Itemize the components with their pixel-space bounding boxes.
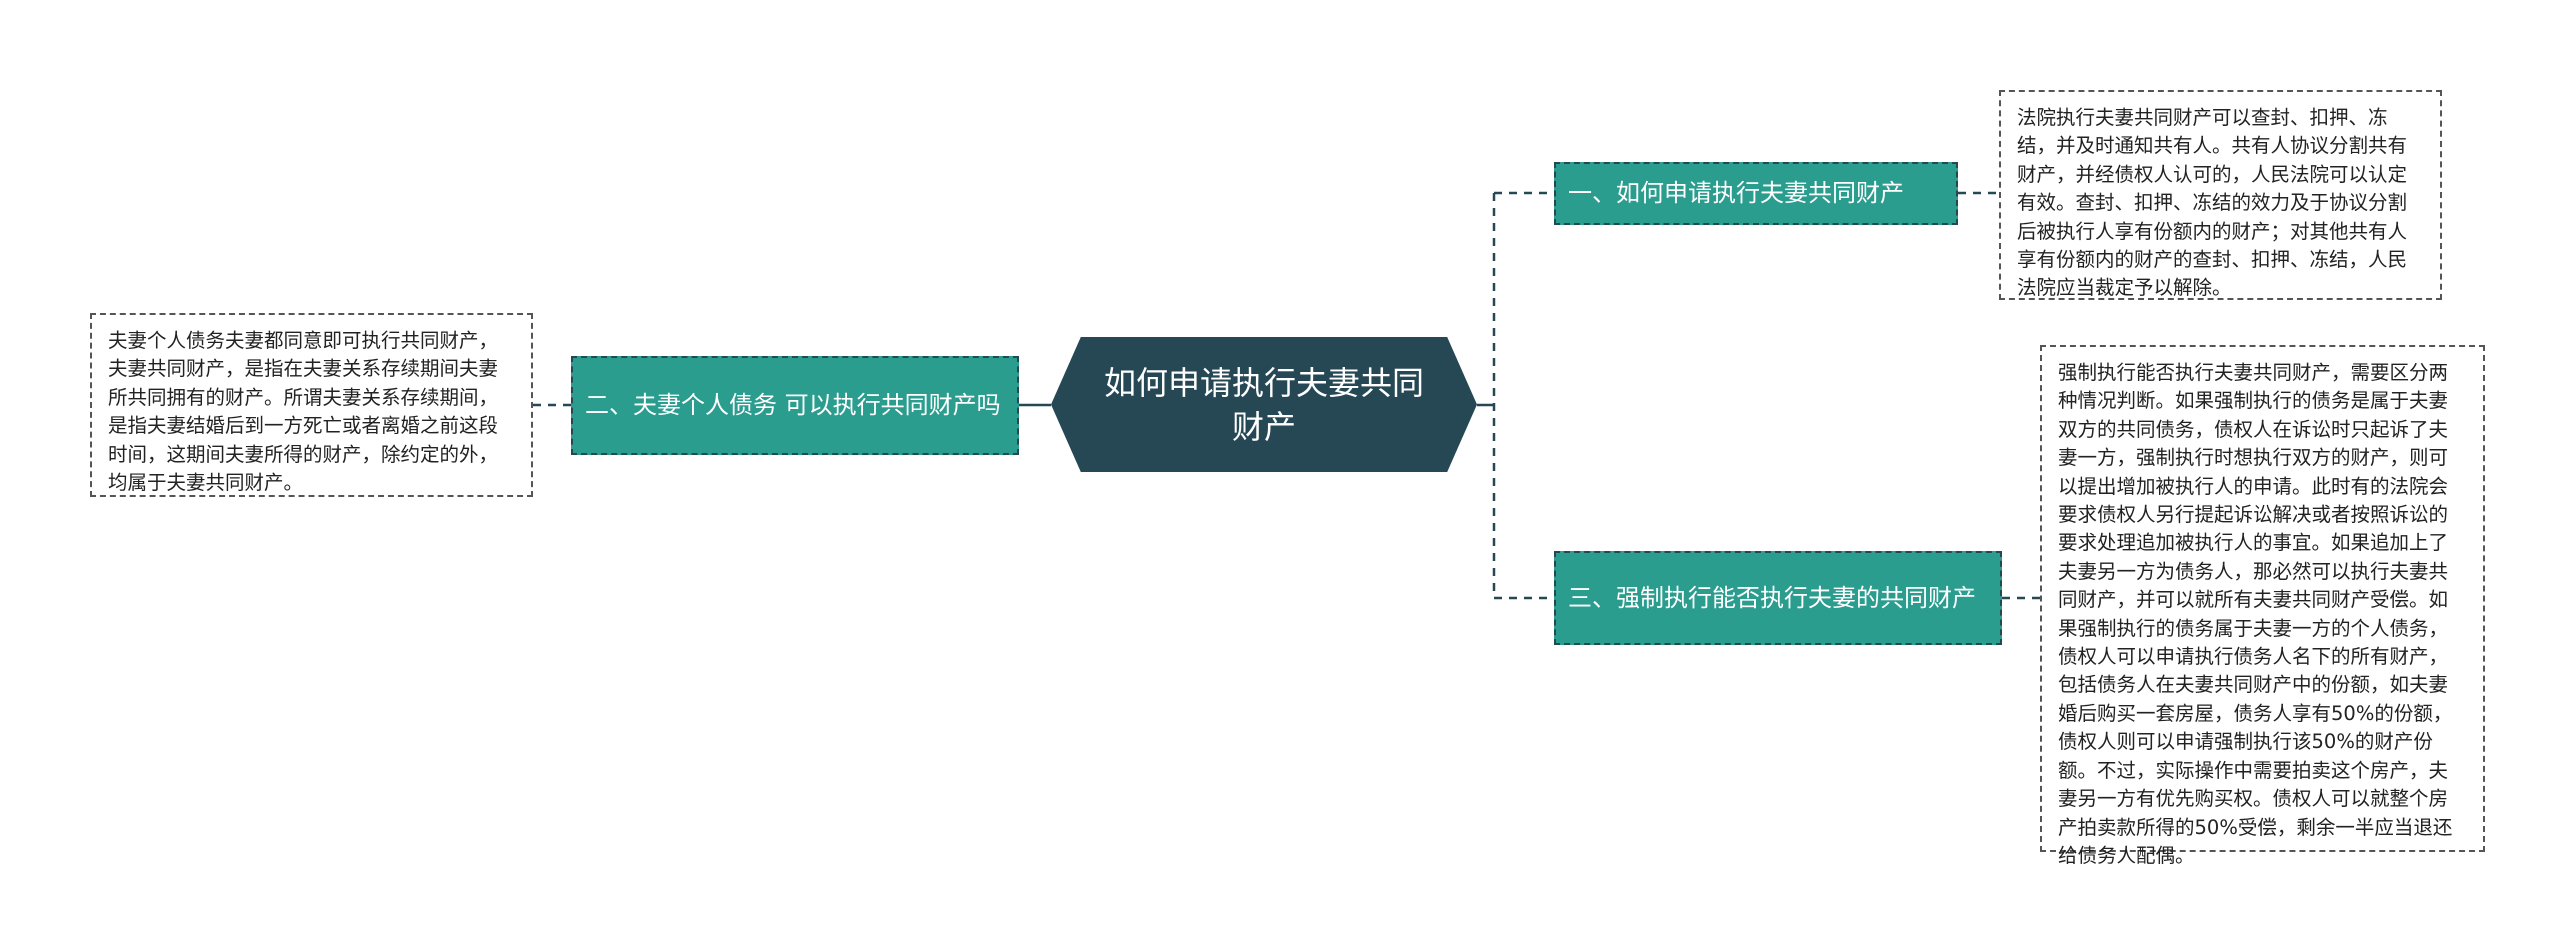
detail-note-text: 夫妻个人债务夫妻都同意即可执行共同财产，夫妻共同财产，是指在夫妻关系存续期间夫妻…: [108, 329, 499, 495]
detail-note-1[interactable]: 法院执行夫妻共同财产可以查封、扣押、冻结，并及时通知共有人。共有人协议分割共有财…: [1999, 90, 2442, 300]
branch-topic-label: 三、强制执行能否执行夫妻的共同财产: [1568, 583, 1976, 612]
detail-note-text: 强制执行能否执行夫妻共同财产，需要区分两种情况判断。如果强制执行的债务是属于夫妻…: [2058, 361, 2453, 867]
branch-topic-3[interactable]: 三、强制执行能否执行夫妻的共同财产: [1554, 551, 2002, 645]
root-topic[interactable]: 如何申请执行夫妻共同财产: [1051, 337, 1477, 472]
branch-topic-label: 一、如何申请执行夫妻共同财产: [1568, 179, 1904, 207]
branch-topic-label: 二、夫妻个人债务 可以执行共同财产吗: [585, 391, 1001, 419]
root-topic-label: 如何申请执行夫妻共同财产: [1103, 363, 1424, 446]
detail-note-text: 法院执行夫妻共同财产可以查封、扣押、冻结，并及时通知共有人。共有人协议分割共有财…: [2017, 106, 2408, 300]
detail-note-3[interactable]: 强制执行能否执行夫妻共同财产，需要区分两种情况判断。如果强制执行的债务是属于夫妻…: [2040, 345, 2485, 867]
branch-topic-2[interactable]: 二、夫妻个人债务 可以执行共同财产吗: [571, 356, 1019, 455]
detail-note-2[interactable]: 夫妻个人债务夫妻都同意即可执行共同财产，夫妻共同财产，是指在夫妻关系存续期间夫妻…: [90, 313, 533, 497]
branch-topic-1[interactable]: 一、如何申请执行夫妻共同财产: [1554, 162, 1958, 225]
